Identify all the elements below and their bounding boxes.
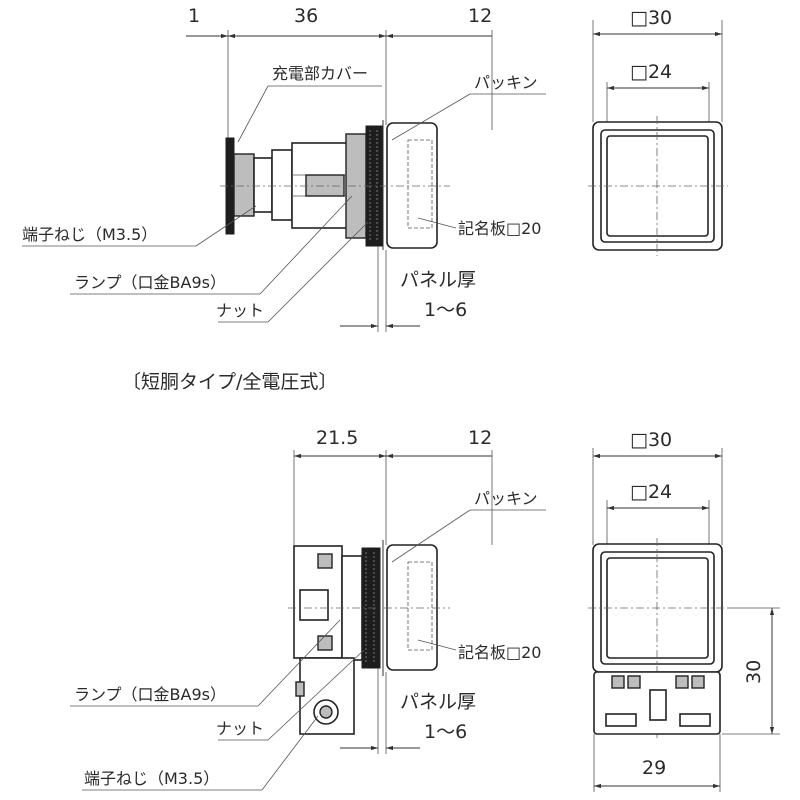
label-panel-thickness: パネル厚 bbox=[400, 269, 476, 291]
bottom-side-view: 21.5 12 パッキン 記名板□20 ランプ（口金 bbox=[70, 427, 546, 791]
dim-29: 29 bbox=[642, 757, 666, 779]
dim-sq24-top: □24 bbox=[630, 61, 672, 83]
label-nameplate-bottom: 記名板□20 bbox=[458, 643, 541, 662]
top-side-view: 1 36 12 充電 bbox=[22, 5, 546, 332]
top-front-view: □30 □24 bbox=[588, 7, 728, 256]
label-nameplate: 記名板□20 bbox=[458, 219, 541, 238]
section-caption: 〔短胴タイプ/全電圧式〕 bbox=[122, 371, 337, 393]
label-terminal-screw-bottom: 端子ねじ（M3.5） bbox=[84, 769, 219, 788]
label-terminal-screw: 端子ねじ（M3.5） bbox=[22, 225, 157, 244]
label-lamp-bottom: ランプ（口金BA9s） bbox=[74, 685, 226, 704]
label-panel-range: 1～6 bbox=[424, 299, 467, 321]
label-packing: パッキン bbox=[474, 73, 538, 92]
label-nut: ナット bbox=[216, 301, 264, 320]
dim-sq30-top: □30 bbox=[630, 7, 672, 29]
label-panel-range-bottom: 1～6 bbox=[424, 721, 467, 743]
label-lamp: ランプ（口金BA9s） bbox=[74, 273, 226, 292]
label-panel-thickness-bottom: パネル厚 bbox=[400, 691, 476, 713]
label-nut-bottom: ナット bbox=[216, 719, 264, 738]
bottom-front-view: □30 □24 30 29 bbox=[588, 429, 780, 792]
label-packing-bottom: パッキン bbox=[474, 489, 538, 508]
dim-36: 36 bbox=[294, 5, 318, 27]
lamp-cap-bottom bbox=[386, 544, 438, 671]
dim-sq30-bottom: □30 bbox=[630, 429, 672, 451]
dim-21-5: 21.5 bbox=[316, 427, 358, 449]
dim-12: 12 bbox=[468, 5, 492, 27]
dim-30-vertical: 30 bbox=[743, 660, 765, 684]
lamp-cap bbox=[386, 122, 438, 249]
label-cover: 充電部カバー bbox=[272, 64, 368, 83]
dim-12-bottom: 12 bbox=[468, 427, 492, 449]
dim-1: 1 bbox=[188, 5, 200, 27]
dim-sq24-bottom: □24 bbox=[630, 481, 672, 503]
